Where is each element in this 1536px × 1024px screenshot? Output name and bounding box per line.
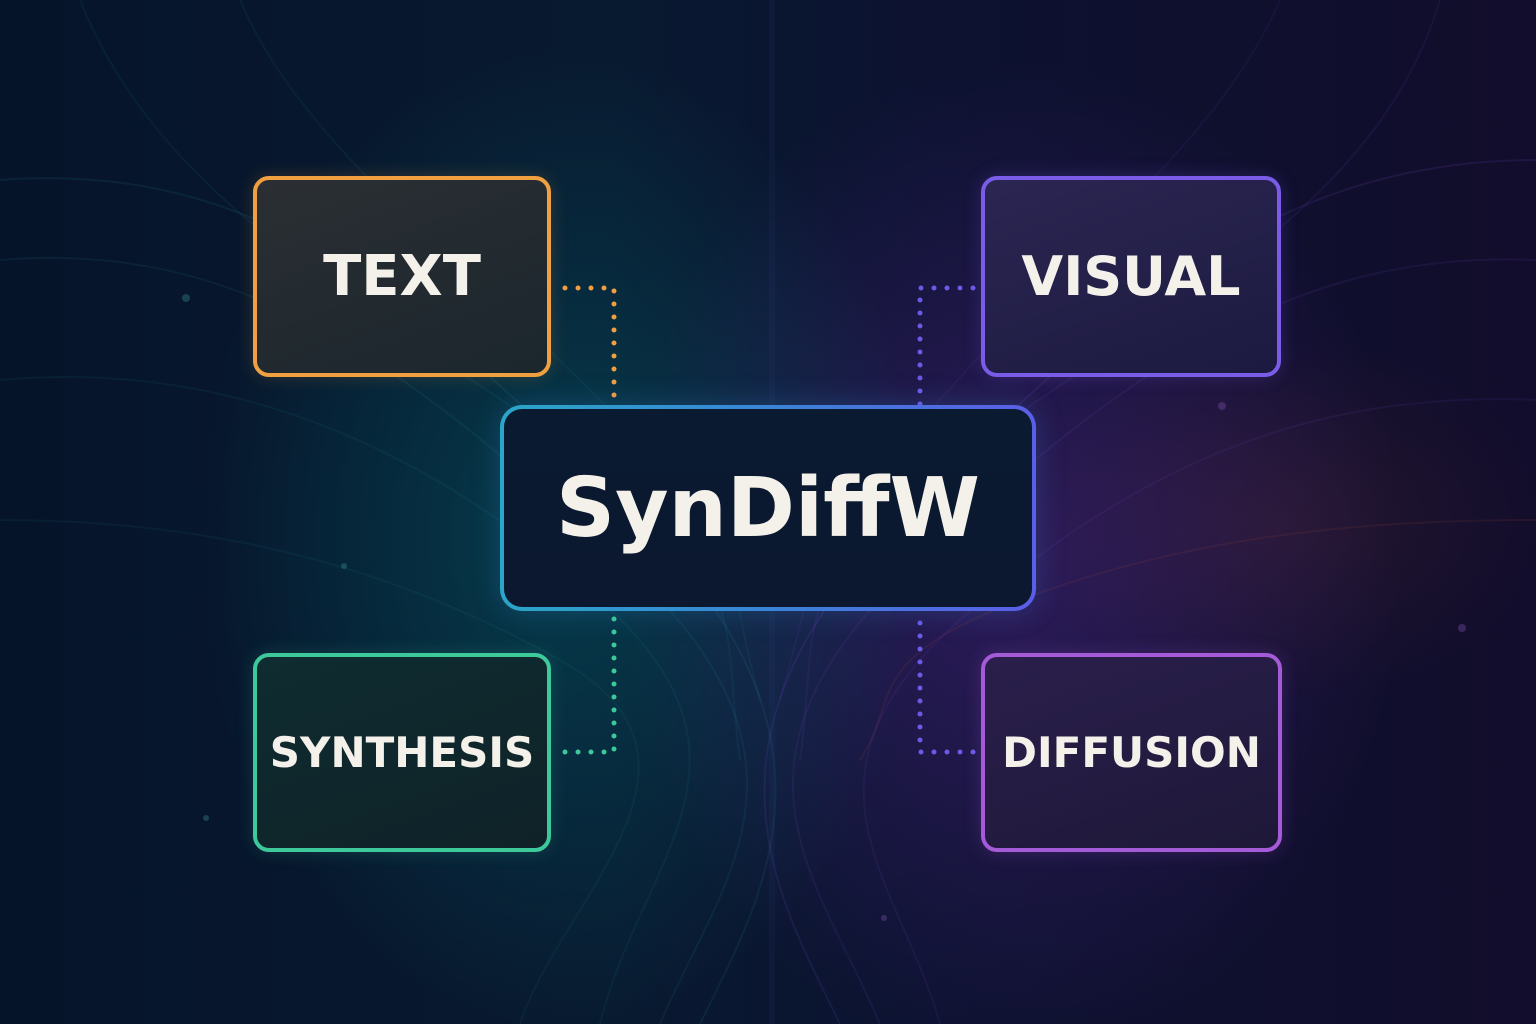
connector-text-center — [562, 285, 617, 408]
node-text: TEXT — [253, 176, 551, 377]
node-visual-label: VISUAL — [1021, 245, 1241, 308]
node-visual: VISUAL — [981, 176, 1281, 377]
connector-visual-center — [917, 285, 976, 408]
connector-synthesis-center — [562, 612, 617, 755]
node-center: SynDiffW — [500, 405, 1036, 611]
node-synthesis: SYNTHESIS — [253, 653, 551, 852]
node-center-label: SynDiffW — [556, 460, 980, 556]
node-text-label: TEXT — [323, 244, 481, 309]
node-synthesis-label: SYNTHESIS — [269, 728, 535, 777]
node-diffusion-label: DIFFUSION — [1002, 728, 1261, 777]
node-diffusion: DIFFUSION — [981, 653, 1282, 852]
connector-diffusion-center — [917, 612, 976, 755]
